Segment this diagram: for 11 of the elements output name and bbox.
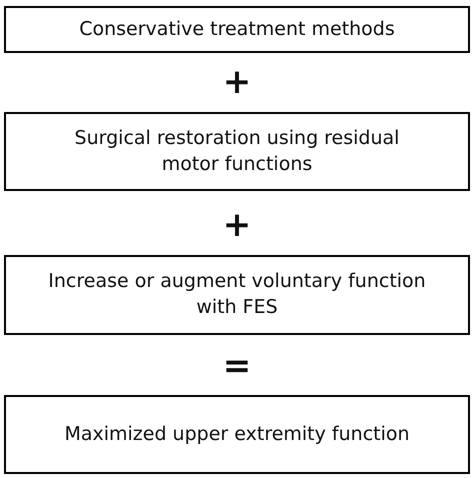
operator-sign: + — [222, 65, 252, 99]
process-box — [4, 395, 470, 474]
operator-sign: + — [222, 208, 252, 242]
operator-sign: = — [222, 349, 252, 383]
box-text: Surgical restoration using residual motor functions — [74, 126, 400, 176]
box-text: Conservative treatment methods — [78, 16, 396, 42]
box-text: Increase or augment voluntary function with FES — [47, 269, 427, 320]
box-text: Maximized upper extremity function — [63, 422, 411, 447]
process-box — [4, 255, 470, 335]
process-box — [4, 112, 470, 191]
process-box — [4, 6, 470, 53]
